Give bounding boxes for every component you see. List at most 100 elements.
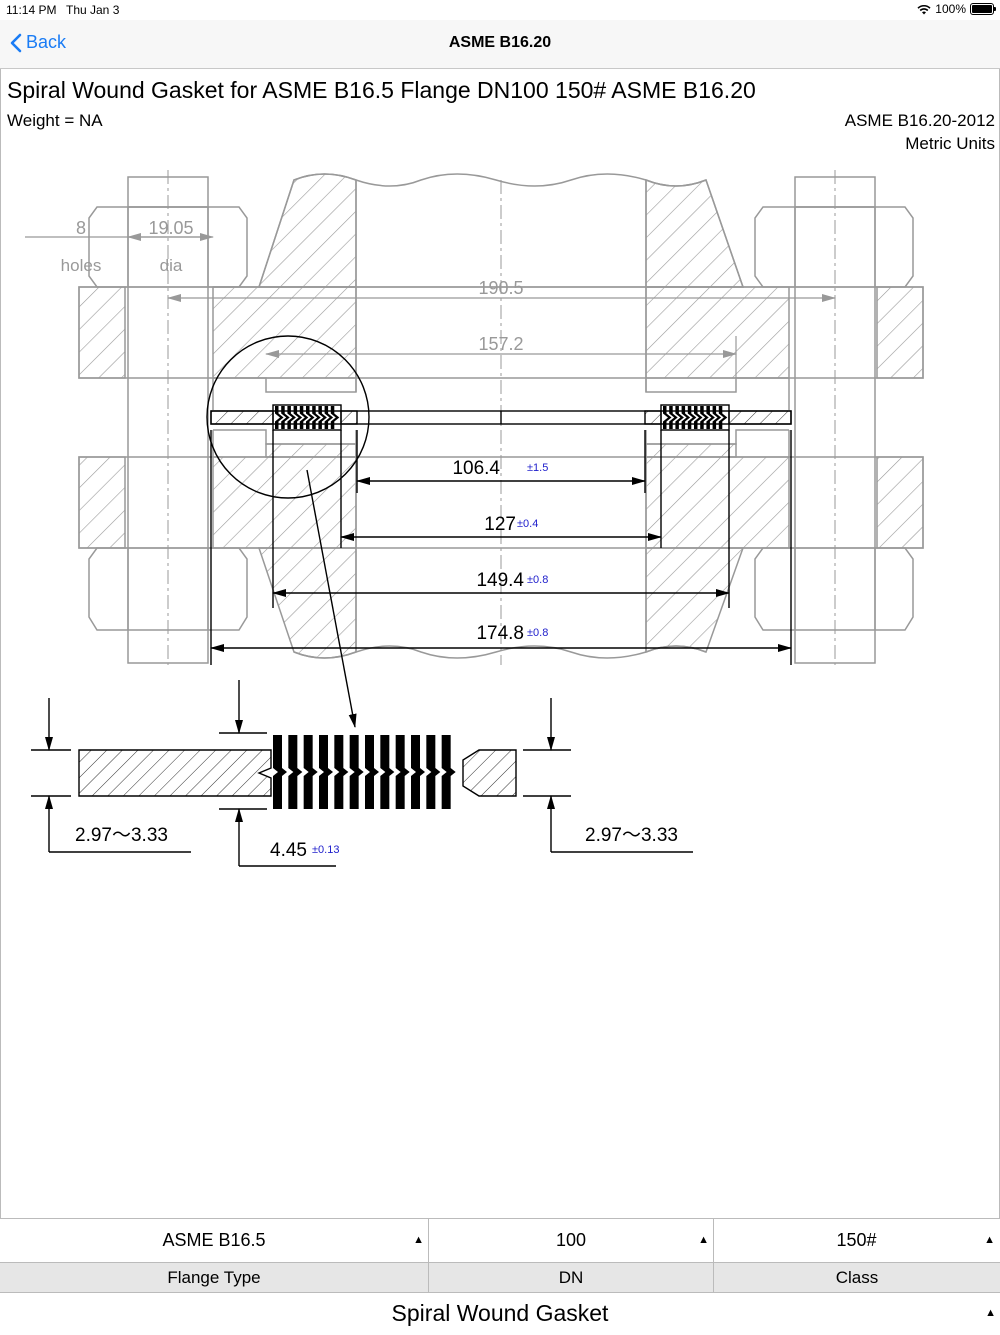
bolt-hole-dim: 8 holes 19.05 dia (25, 218, 214, 275)
bolt-circle-dim: 190.5 (167, 278, 836, 302)
upper-flange (78, 173, 924, 410)
lower-flange (78, 429, 924, 659)
winding-strip (349, 735, 364, 809)
class-label: Class (835, 1268, 879, 1287)
status-bar: 11:14 PM Thu Jan 3 100% (0, 0, 1000, 20)
detail-section (78, 749, 517, 797)
winding-strip (293, 406, 303, 429)
dim-winding-tol: ±0.4 (517, 518, 538, 530)
winding-strip (663, 406, 672, 429)
status-date: Thu Jan 3 (66, 3, 120, 17)
spiral-windings-detail (273, 735, 456, 809)
back-label: Back (26, 32, 67, 52)
winding-strip (395, 735, 410, 809)
winding-strip (687, 406, 697, 429)
dim-winding-od: 149.4 (476, 570, 524, 591)
nav-title: ASME B16.20 (448, 34, 552, 51)
weight-text: Weight = NA (7, 111, 103, 130)
battery-icon (970, 3, 996, 15)
thk-center-text: 4.45 (270, 840, 307, 861)
winding-strip (380, 735, 395, 809)
dim-inner-ring-id: 106.4 (452, 458, 500, 479)
thk-right-text: 2.97～3.33 (585, 825, 678, 846)
flange-id-text: 157.2 (478, 334, 523, 354)
triangle-up-icon: ▲ (985, 1307, 996, 1319)
winding-strip (303, 735, 318, 809)
winding-strip (319, 735, 333, 809)
navigation-bar: Back ASME B16.20 (0, 20, 1000, 69)
product-picker[interactable]: Spiral Wound Gasket ▲ (0, 1292, 1000, 1335)
winding-strip (365, 735, 379, 809)
winding-strip (669, 406, 678, 429)
gasket-section (210, 404, 792, 431)
dim-inner-ring-tol: ±1.5 (527, 462, 548, 474)
winding-strip (312, 406, 321, 429)
winding-strip (287, 406, 296, 429)
winding-strip (334, 735, 349, 809)
battery-percent: 100% (935, 2, 966, 16)
winding-strip (675, 406, 684, 429)
status-right: 100% (917, 2, 996, 16)
winding-strip (330, 406, 340, 429)
dim-winding-od-tol: ±0.8 (527, 574, 548, 586)
winding-strip (324, 406, 334, 429)
selector-panel: ASME B16.5 ▲ 100 ▲ 150# ▲ Flange Type DN… (0, 1218, 1000, 1335)
bolt-count-text: 8 (76, 218, 86, 238)
dim-centering-ring-od: 174.8 (476, 623, 524, 644)
winding-strip (411, 735, 425, 809)
winding-strip (288, 735, 303, 809)
winding-strip (441, 735, 456, 809)
picker-labels: Flange Type DN Class (0, 1262, 1000, 1293)
bolt-dia-label: dia (160, 256, 183, 275)
winding-strip (281, 406, 290, 429)
detail-circle (206, 335, 370, 499)
gasket-dims (210, 430, 792, 665)
thickness-dims (31, 680, 693, 867)
flange-type-value: ASME B16.5 (162, 1230, 266, 1250)
flange-id-dim: 157.2 (265, 334, 737, 378)
class-picker[interactable]: 150# ▲ (714, 1219, 999, 1262)
thk-left-text: 2.97～3.33 (75, 825, 168, 846)
page-title: Spiral Wound Gasket for ASME B16.5 Flang… (7, 77, 756, 103)
dim-centering-ring-od-tol: ±0.8 (527, 627, 548, 639)
gasket-detail: 8 holes 19.05 dia 190.5 157.2 (0, 69, 1000, 1218)
winding-strip (306, 406, 315, 429)
flange-type-picker[interactable]: ASME B16.5 ▲ (0, 1219, 429, 1262)
winding-strip (681, 406, 691, 429)
bolt-circle-text: 190.5 (478, 278, 523, 298)
triangle-up-icon: ▲ (698, 1234, 709, 1246)
bolt-dia-text: 19.05 (148, 218, 193, 238)
thk-center-tol: ±0.13 (312, 844, 339, 856)
units-text: Metric Units (905, 134, 995, 153)
winding-strip (712, 406, 722, 429)
dn-value: 100 (555, 1230, 587, 1250)
spiral-windings-top (275, 406, 728, 429)
thickness-labels: 2.97～3.33 2.97～3.33 4.45 ±0.13 (75, 825, 678, 861)
triangle-up-icon: ▲ (984, 1234, 995, 1246)
winding-strip (426, 735, 441, 809)
gasket-dim-labels: 106.4 ±1.5 127 ±0.4 149.4 ±0.8 174.8 ±0.… (452, 458, 548, 644)
status-time: 11:14 PM (6, 3, 57, 17)
winding-strip (718, 406, 728, 429)
winding-strip (275, 406, 284, 429)
winding-strip (299, 406, 309, 429)
dn-picker[interactable]: 100 ▲ (429, 1219, 714, 1262)
winding-strip (706, 406, 715, 429)
detail-leader (306, 469, 357, 728)
class-value: 150# (836, 1230, 877, 1250)
wifi-icon (917, 4, 931, 14)
standard-text: ASME B16.20-2012 (844, 111, 995, 130)
product-value: Spiral Wound Gasket (391, 1300, 609, 1326)
bolt-count-label: holes (61, 256, 102, 275)
gasket-drawing: 8 holes 19.05 dia 190.5 157.2 (25, 170, 924, 867)
triangle-up-icon: ▲ (413, 1234, 424, 1246)
winding-strip (318, 406, 327, 429)
back-button[interactable]: Back (10, 32, 66, 53)
winding-strip (273, 735, 287, 809)
flange-type-label: Flange Type (0, 1263, 429, 1292)
dim-winding-id: 127 (484, 514, 516, 535)
winding-strip (700, 406, 709, 429)
dn-label: DN (429, 1263, 714, 1292)
winding-strip (694, 406, 703, 429)
chevron-left-icon (10, 33, 22, 52)
